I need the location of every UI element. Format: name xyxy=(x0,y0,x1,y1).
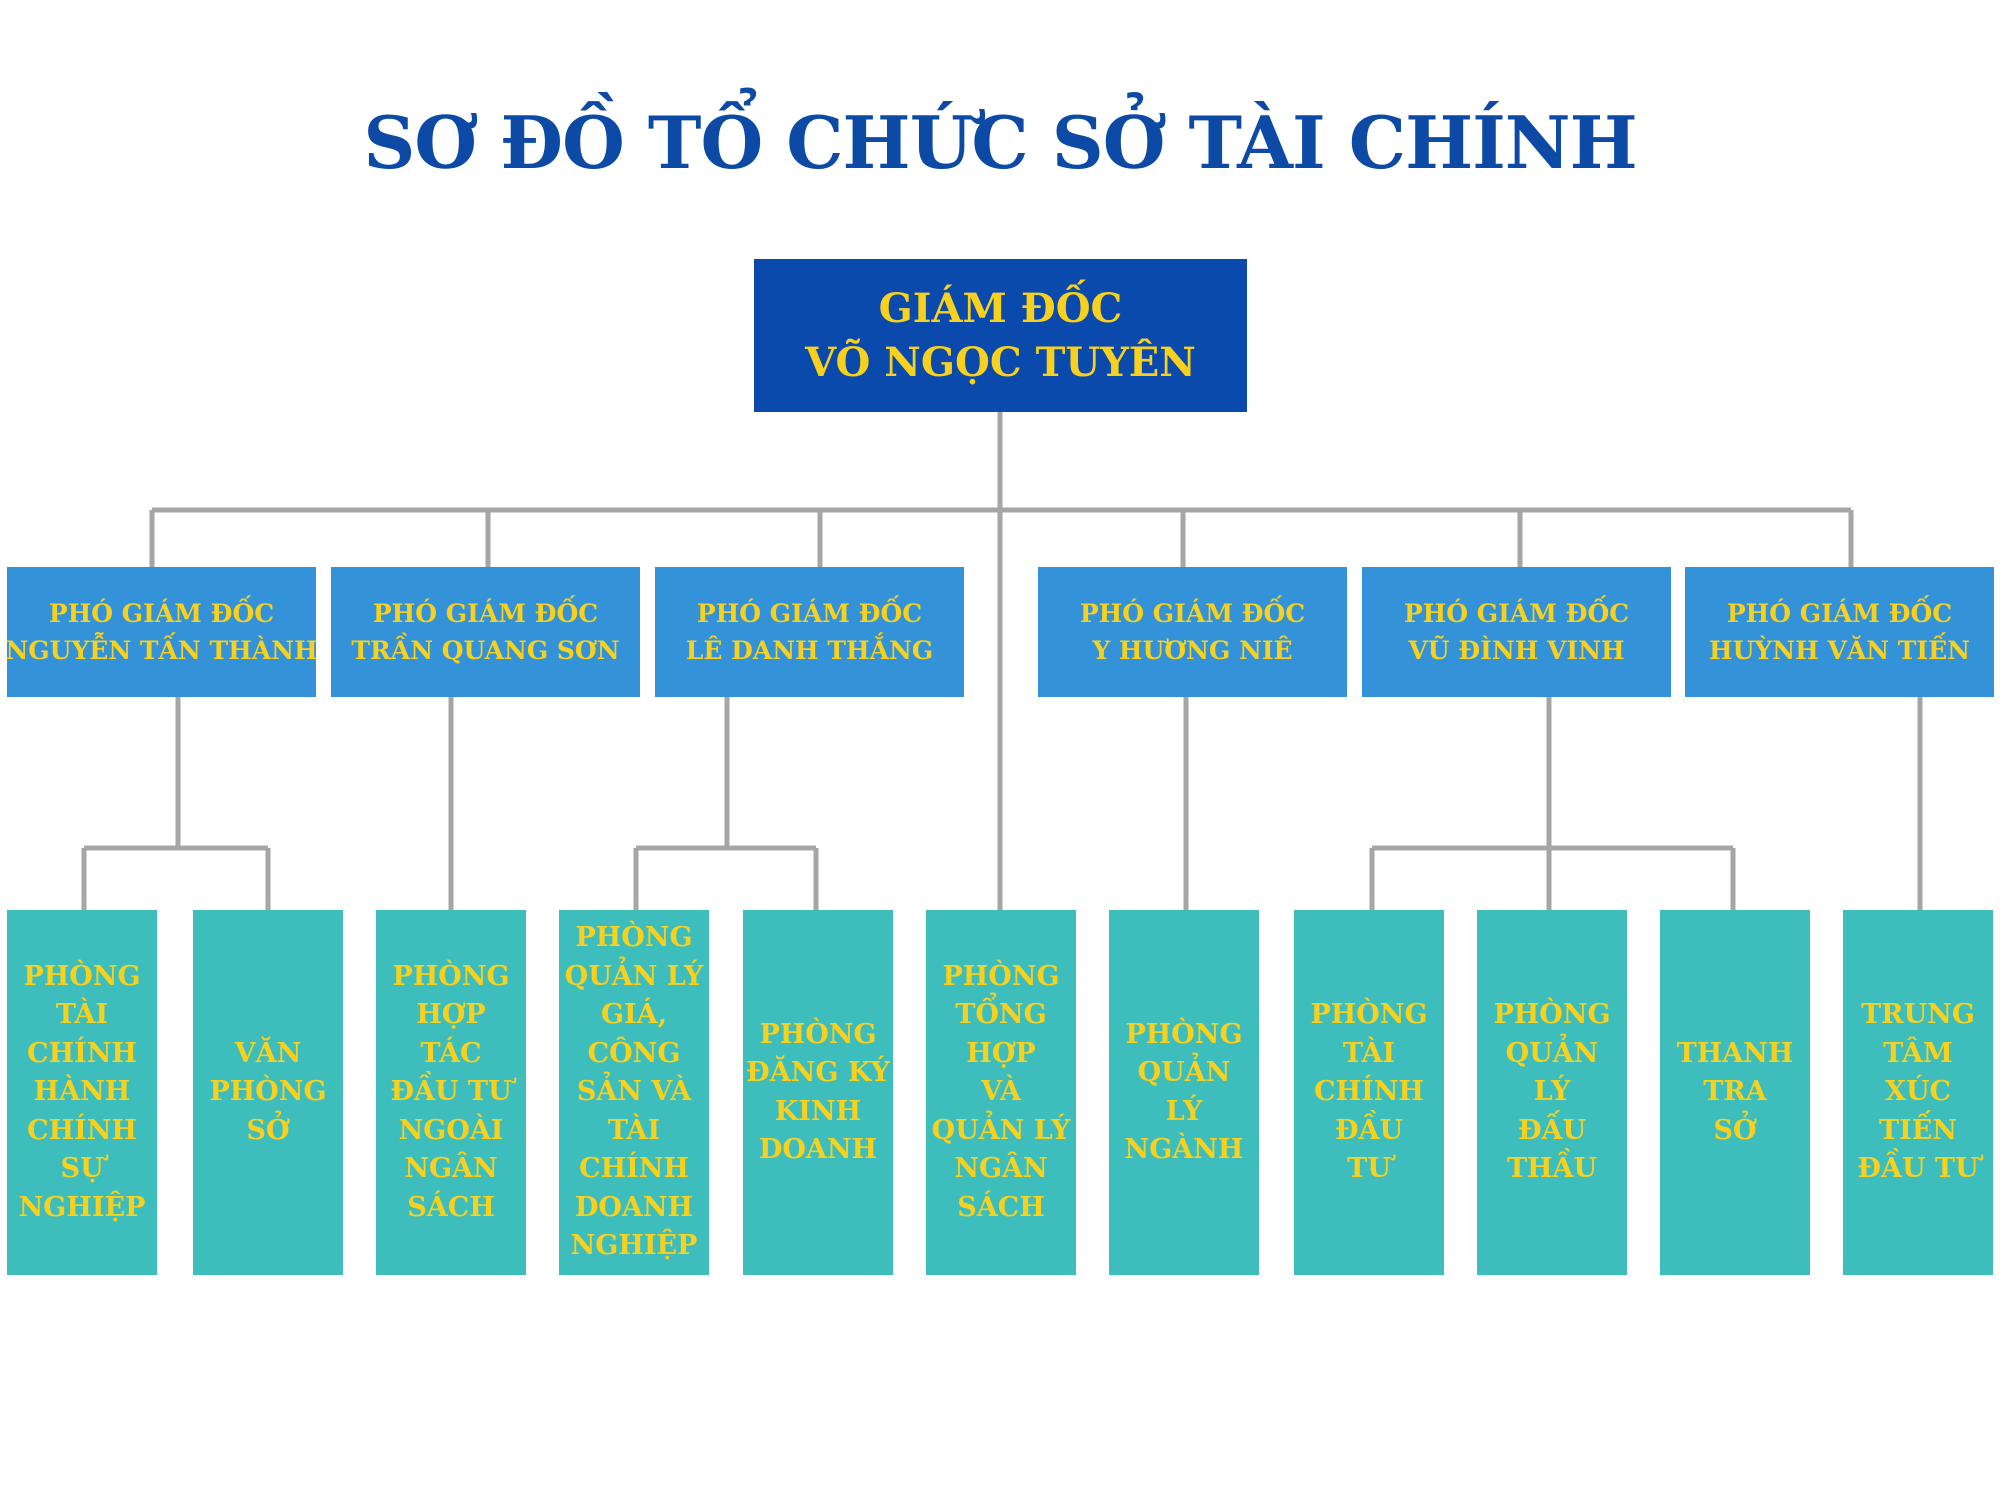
department-label-line: DOANH xyxy=(758,1134,878,1165)
department-label-line: TÀI xyxy=(607,1114,661,1146)
department-label-line: NGOÀI xyxy=(398,1114,504,1146)
department-label-line: ĐẦU xyxy=(1334,1114,1404,1146)
deputy-role: PHÓ GIÁM ĐỐC xyxy=(1079,599,1306,628)
department-box: PHÒNG TÀI CHÍNH ĐẦU TƯ xyxy=(1294,910,1444,1275)
department-box: VĂN PHÒNG SỞ xyxy=(193,910,343,1275)
department-label-line: PHÒNG xyxy=(392,960,510,992)
department-label-line: PHÒNG xyxy=(942,960,1060,992)
department-box: PHÒNG QUẢN LÝ ĐẤU THẦU xyxy=(1477,910,1627,1275)
department-label-line: PHÒNG xyxy=(23,960,141,992)
department-label-line: SÁCH xyxy=(407,1191,495,1223)
department-label-line: NGÂN xyxy=(404,1153,498,1185)
department-label-line: QUẢN LÝ xyxy=(931,1114,1071,1146)
deputy-box: PHÓ GIÁM ĐỐC NGUYỄN TẤN THÀNH xyxy=(5,567,318,697)
department-label-line: NGHIỆP xyxy=(570,1230,698,1262)
deputy-box: PHÓ GIÁM ĐỐC Y HƯƠNG NIÊ xyxy=(1038,567,1347,697)
deputy-name: Y HƯƠNG NIÊ xyxy=(1092,636,1293,665)
department-box: TRUNG TÂM XÚC TIẾN ĐẦU TƯ xyxy=(1843,910,1993,1275)
department-box: PHÒNG HỢP TÁC ĐẦU TƯ NGOÀI NGÂN SÁCH xyxy=(376,910,526,1275)
department-label-line: SỰ xyxy=(60,1153,104,1185)
deputy-name: VŨ ĐÌNH VINH xyxy=(1408,636,1625,665)
department-label-line: ĐẦU TƯ xyxy=(1857,1153,1979,1185)
department-label-line: THANH xyxy=(1676,1037,1794,1069)
deputy-name: NGUYỄN TẤN THÀNH xyxy=(5,636,318,665)
department-label-line: VÀ xyxy=(981,1076,1021,1108)
department-label-line: DOANH xyxy=(574,1191,694,1223)
director-name: VÕ NGỌC TUYÊN xyxy=(805,338,1196,386)
department-label-line: NGÂN xyxy=(954,1153,1048,1185)
department-box: PHÒNG QUẢN LÝ GIÁ, CÔNG SẢN VÀ TÀI CHÍNH… xyxy=(559,910,709,1275)
department-label-line: PHÒNG xyxy=(1310,999,1428,1031)
department-label-line: HỢP xyxy=(966,1037,1036,1069)
department-label-line: TÀI xyxy=(55,999,109,1031)
department-box: PHÒNG ĐĂNG KÝ KINH DOANH xyxy=(743,910,893,1275)
deputy-name: TRẦN QUANG SƠN xyxy=(351,636,620,665)
department-label-line: PHÒNG xyxy=(575,922,693,954)
department-box: PHÒNG QUẢN LÝ NGÀNH xyxy=(1109,910,1259,1275)
department-label-line: SỞ xyxy=(1713,1114,1757,1146)
page-title: SƠ ĐỒ TỔ CHỨC SỞ TÀI CHÍNH xyxy=(363,100,1637,185)
department-box: PHÒNG TỔNG HỢP VÀ QUẢN LÝ NGÂN SÁCH xyxy=(926,910,1076,1275)
department-label-line: VĂN xyxy=(234,1037,302,1069)
deputy-box: PHÓ GIÁM ĐỐC TRẦN QUANG SƠN xyxy=(331,567,640,697)
department-label-line: HÀNH xyxy=(33,1076,131,1108)
department-label-line: CÔNG xyxy=(587,1037,681,1069)
director-role: GIÁM ĐỐC xyxy=(878,284,1123,332)
department-label-line: TƯ xyxy=(1347,1153,1391,1185)
deputy-role: PHÓ GIÁM ĐỐC xyxy=(1726,599,1953,628)
department-label-line: LÝ xyxy=(1165,1095,1203,1127)
department-label-line: TÂM xyxy=(1883,1037,1953,1069)
department-label-line: ĐẤU xyxy=(1517,1114,1587,1146)
director-box: GIÁM ĐỐC VÕ NGỌC TUYÊN xyxy=(754,259,1247,412)
department-label-line: SẢN VÀ xyxy=(576,1076,692,1108)
deputy-box: PHÓ GIÁM ĐỐC VŨ ĐÌNH VINH xyxy=(1362,567,1671,697)
department-box: PHÒNG TÀI CHÍNH HÀNH CHÍNH SỰ NGHIỆP xyxy=(7,910,157,1275)
department-label-line: TIẾN xyxy=(1879,1114,1957,1146)
department-label-line: LÝ xyxy=(1533,1076,1571,1108)
department-label-line: CHÍNH xyxy=(27,1114,137,1146)
department-label-line: SỞ xyxy=(246,1114,290,1146)
department-label-line: QUẢN LÝ xyxy=(564,960,704,992)
deputy-box: PHÓ GIÁM ĐỐC HUỲNH VĂN TIẾN xyxy=(1685,567,1994,697)
deputy-name: LÊ DANH THẮNG xyxy=(685,636,934,665)
department-label-line: TỔNG xyxy=(955,999,1047,1031)
department-label-line: KINH xyxy=(774,1095,862,1127)
deputy-name: HUỲNH VĂN TIẾN xyxy=(1709,636,1970,665)
deputy-role: PHÓ GIÁM ĐỐC xyxy=(1403,599,1630,628)
department-label-line: TÁC xyxy=(420,1037,482,1069)
department-label-line: PHÒNG xyxy=(1493,999,1611,1031)
department-label-line: ĐẦU TƯ xyxy=(390,1076,512,1108)
department-label-line: TRA xyxy=(1703,1076,1767,1108)
department-box: THANH TRA SỞ xyxy=(1660,910,1810,1275)
department-label-line: NGHIỆP xyxy=(18,1191,146,1223)
department-label-line: GIÁ, xyxy=(600,999,668,1031)
department-label-line: HỢP xyxy=(416,999,486,1031)
department-label-line: CHÍNH xyxy=(1314,1076,1424,1108)
department-label-line: XÚC xyxy=(1885,1076,1951,1108)
department-label-line: PHÒNG xyxy=(759,1018,877,1050)
department-label-line: QUẢN xyxy=(1505,1037,1599,1069)
deputy-role: PHÓ GIÁM ĐỐC xyxy=(372,599,599,628)
department-label-line: TÀI xyxy=(1342,1037,1396,1069)
department-label-line: SÁCH xyxy=(957,1191,1045,1223)
department-label-line: ĐĂNG KÝ xyxy=(746,1057,890,1088)
department-label-line: PHÒNG xyxy=(1125,1018,1243,1050)
department-label-line: PHÒNG xyxy=(209,1076,327,1108)
department-label-line: CHÍNH xyxy=(27,1037,137,1069)
department-label-line: NGÀNH xyxy=(1124,1134,1244,1165)
department-label-line: CHÍNH xyxy=(579,1153,689,1185)
department-label-line: TRUNG xyxy=(1861,999,1975,1031)
department-label-line: THẦU xyxy=(1506,1153,1598,1185)
deputy-role: PHÓ GIÁM ĐỐC xyxy=(48,599,275,628)
deputy-role: PHÓ GIÁM ĐỐC xyxy=(696,599,923,628)
deputy-box: PHÓ GIÁM ĐỐC LÊ DANH THẮNG xyxy=(655,567,964,697)
department-label-line: QUẢN xyxy=(1137,1057,1231,1088)
